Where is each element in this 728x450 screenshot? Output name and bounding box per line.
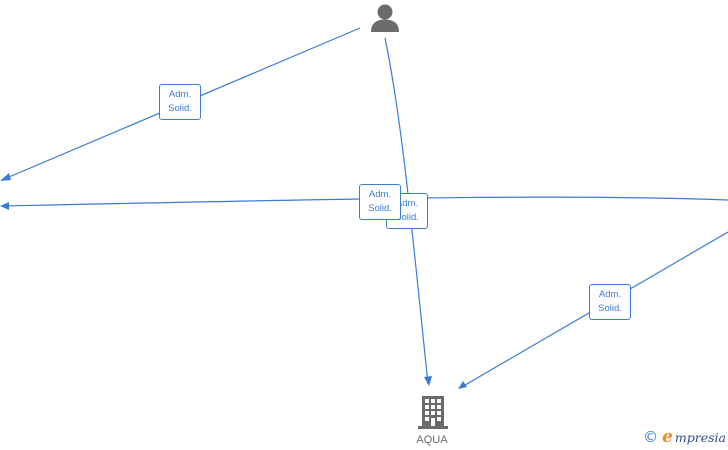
empresia-watermark: © e mpresia [643,427,726,447]
brand-logo-initial: e [662,427,673,447]
person-node[interactable] [369,3,401,33]
person-icon [371,4,399,32]
edge-label-line1: Adm. [168,89,192,100]
edge-person-to-company [384,37,429,385]
arrowhead-company-right [458,381,467,389]
arrowhead-left-upper [0,173,11,181]
edge-label-line2: Solid. [368,203,392,214]
edge-right-to-left-middle [1,196,728,207]
brand-logo-text: mpresia [674,429,726,445]
edge-label-line2: Solid. [168,103,192,114]
building-icon [418,396,448,429]
edge-label-line1: Adm. [395,198,419,209]
edge-label-line2: Solid. [395,212,419,223]
edge-label-right-left[interactable]: Adm. Solid. [359,184,401,220]
arrowhead-company-top [424,376,432,386]
edge-label-right-company[interactable]: Adm. Solid. [589,284,631,320]
company-node[interactable] [416,394,450,430]
arrowhead-left-middle [0,202,9,210]
edge-label-person-left[interactable]: Adm. Solid. [159,84,201,120]
edge-label-line1: Adm. [598,289,622,300]
copyright-symbol: © [643,428,659,446]
edge-label-line1: Adm. [368,189,392,200]
edge-label-line2: Solid. [598,303,622,314]
company-name-label[interactable]: AQUA [416,434,448,446]
